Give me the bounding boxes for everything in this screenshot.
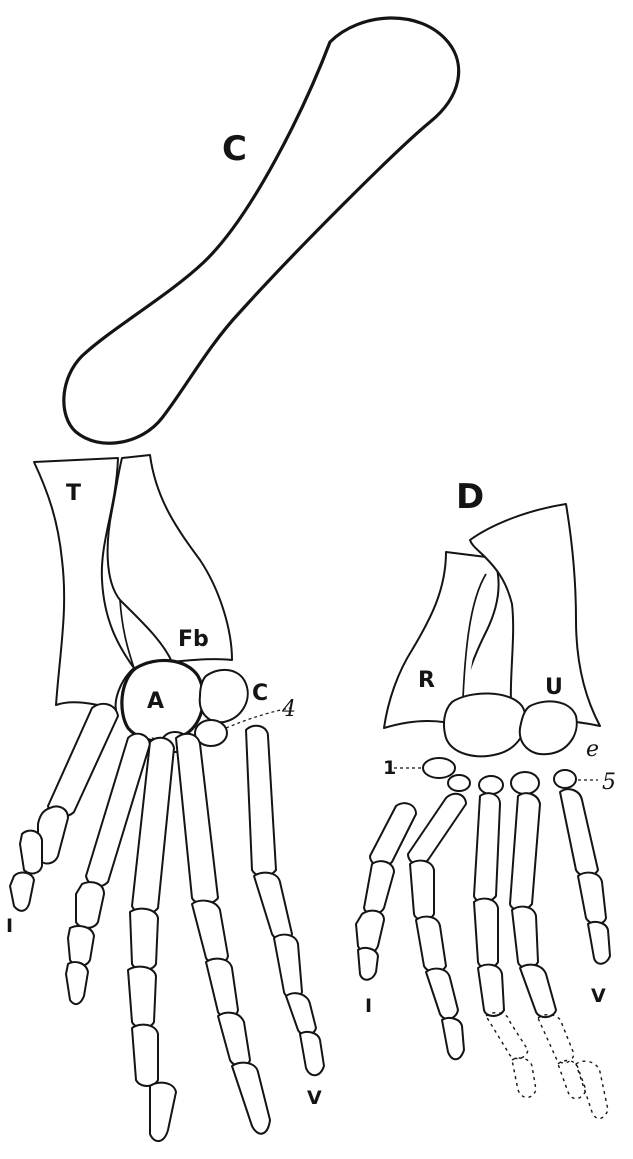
carpal-5: [554, 770, 576, 788]
panel-d: D R U e 1 5 I V: [356, 477, 616, 1119]
digit-5-right-label: V: [591, 985, 606, 1007]
digit-5-left-label: V: [307, 1087, 322, 1109]
panel-c: C T Fb A C 4 I V: [6, 18, 459, 1141]
calcaneum-label: C: [252, 681, 268, 706]
digit-1-right-label: I: [365, 995, 372, 1017]
digit-5-pes: [246, 726, 324, 1076]
fibula-label: Fb: [178, 627, 209, 652]
digit-1-manus: [356, 803, 416, 980]
calcaneum-bone: [200, 670, 248, 722]
digit-5-manus: [560, 789, 610, 964]
digit-2-manus: [408, 794, 466, 1060]
ulnare-carpal: [520, 701, 577, 754]
carpal-1: [423, 758, 455, 778]
tarsal-4-label: 4: [281, 697, 296, 722]
astragalus-label: A: [147, 689, 164, 714]
carpal-3: [479, 776, 503, 794]
femur-bone: [64, 18, 459, 443]
carpal-1-label: 1: [383, 757, 396, 779]
radius-label: R: [418, 668, 435, 693]
ulna-label: U: [545, 675, 563, 700]
intermedium-carpal: [444, 693, 526, 756]
carpal-2: [448, 775, 470, 791]
tibia-label: T: [66, 481, 81, 506]
digit-3-pes: [128, 738, 176, 1141]
panel-c-label: C: [222, 129, 247, 169]
carpal-5-label: 5: [602, 770, 616, 795]
digit-1-left-label: I: [6, 915, 13, 937]
intermedium-label: e: [586, 737, 599, 762]
carpal-4: [511, 772, 539, 794]
panel-d-label: D: [456, 477, 484, 517]
